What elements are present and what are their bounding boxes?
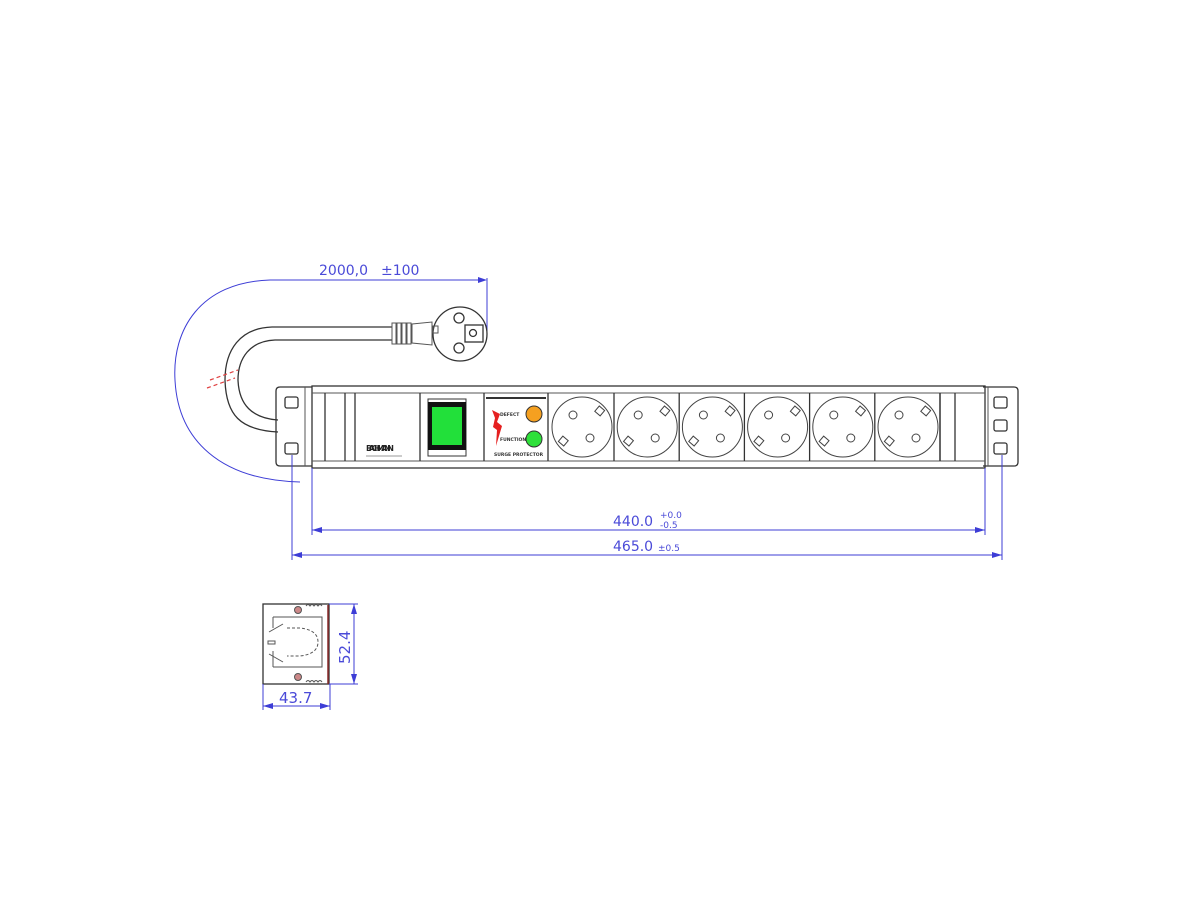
earth-clip — [659, 405, 671, 417]
socket — [812, 393, 876, 461]
socket — [551, 393, 615, 461]
svg-text:±0.5: ±0.5 — [658, 544, 680, 554]
strain-relief — [391, 321, 433, 346]
svg-text:DEFECT: DEFECT — [500, 412, 520, 418]
earth-clip — [594, 405, 606, 417]
power-strip-body — [311, 385, 986, 469]
earth-clip — [920, 405, 932, 417]
sockets — [551, 393, 941, 461]
side-view: 52.4 43.7 — [262, 603, 358, 710]
defect-led — [525, 405, 543, 423]
power-switch — [427, 398, 467, 457]
svg-text:FUNCTION: FUNCTION — [500, 437, 526, 443]
socket — [681, 393, 746, 461]
brand-logo: BACH MANN — [366, 444, 402, 457]
earth-clip — [818, 435, 830, 447]
svg-text:465.0: 465.0 — [613, 539, 653, 555]
side-depth-value: 43.7 — [279, 689, 312, 707]
svg-text:440.0: 440.0 — [613, 514, 653, 530]
svg-text:BACH MANN: BACH MANN — [366, 444, 394, 453]
cable-length-tolerance: ±100 — [381, 263, 419, 279]
earth-clip — [724, 405, 736, 417]
svg-text:+0.0: +0.0 — [660, 511, 682, 521]
mount-width-dimension: 440.0 +0.0 -0.5 — [312, 511, 985, 533]
svg-text:SURGE PROTECTOR: SURGE PROTECTOR — [494, 452, 544, 458]
earth-clip — [622, 435, 635, 447]
socket — [877, 393, 941, 461]
socket — [616, 393, 680, 461]
earth-clip — [688, 435, 700, 447]
extension-lines — [291, 455, 1003, 560]
switch-rocker — [432, 407, 462, 445]
power-cable — [206, 321, 433, 433]
earth-clip — [753, 435, 765, 447]
overall-width-dimension: 465.0 ±0.5 — [292, 539, 1002, 558]
earth-clip — [789, 405, 801, 417]
left-mounting-bracket — [275, 386, 312, 467]
cable-break-mark — [206, 369, 239, 389]
side-height-value: 52.4 — [336, 631, 354, 664]
function-led — [525, 430, 543, 448]
lightning-icon — [492, 410, 502, 446]
cable-length-dimension: 2000,0 ±100 — [174, 263, 488, 483]
schuko-plug — [432, 306, 488, 362]
earth-clip — [854, 405, 867, 417]
surge-protector-panel: DEFECT FUNCTION SURGE PROTECTOR — [486, 397, 546, 458]
cable-length-value: 2000,0 — [319, 263, 368, 279]
svg-text:-0.5: -0.5 — [660, 521, 678, 531]
earth-clip — [883, 435, 895, 447]
socket — [747, 393, 811, 461]
earth-clip — [557, 435, 569, 447]
right-mounting-bracket — [983, 386, 1019, 467]
